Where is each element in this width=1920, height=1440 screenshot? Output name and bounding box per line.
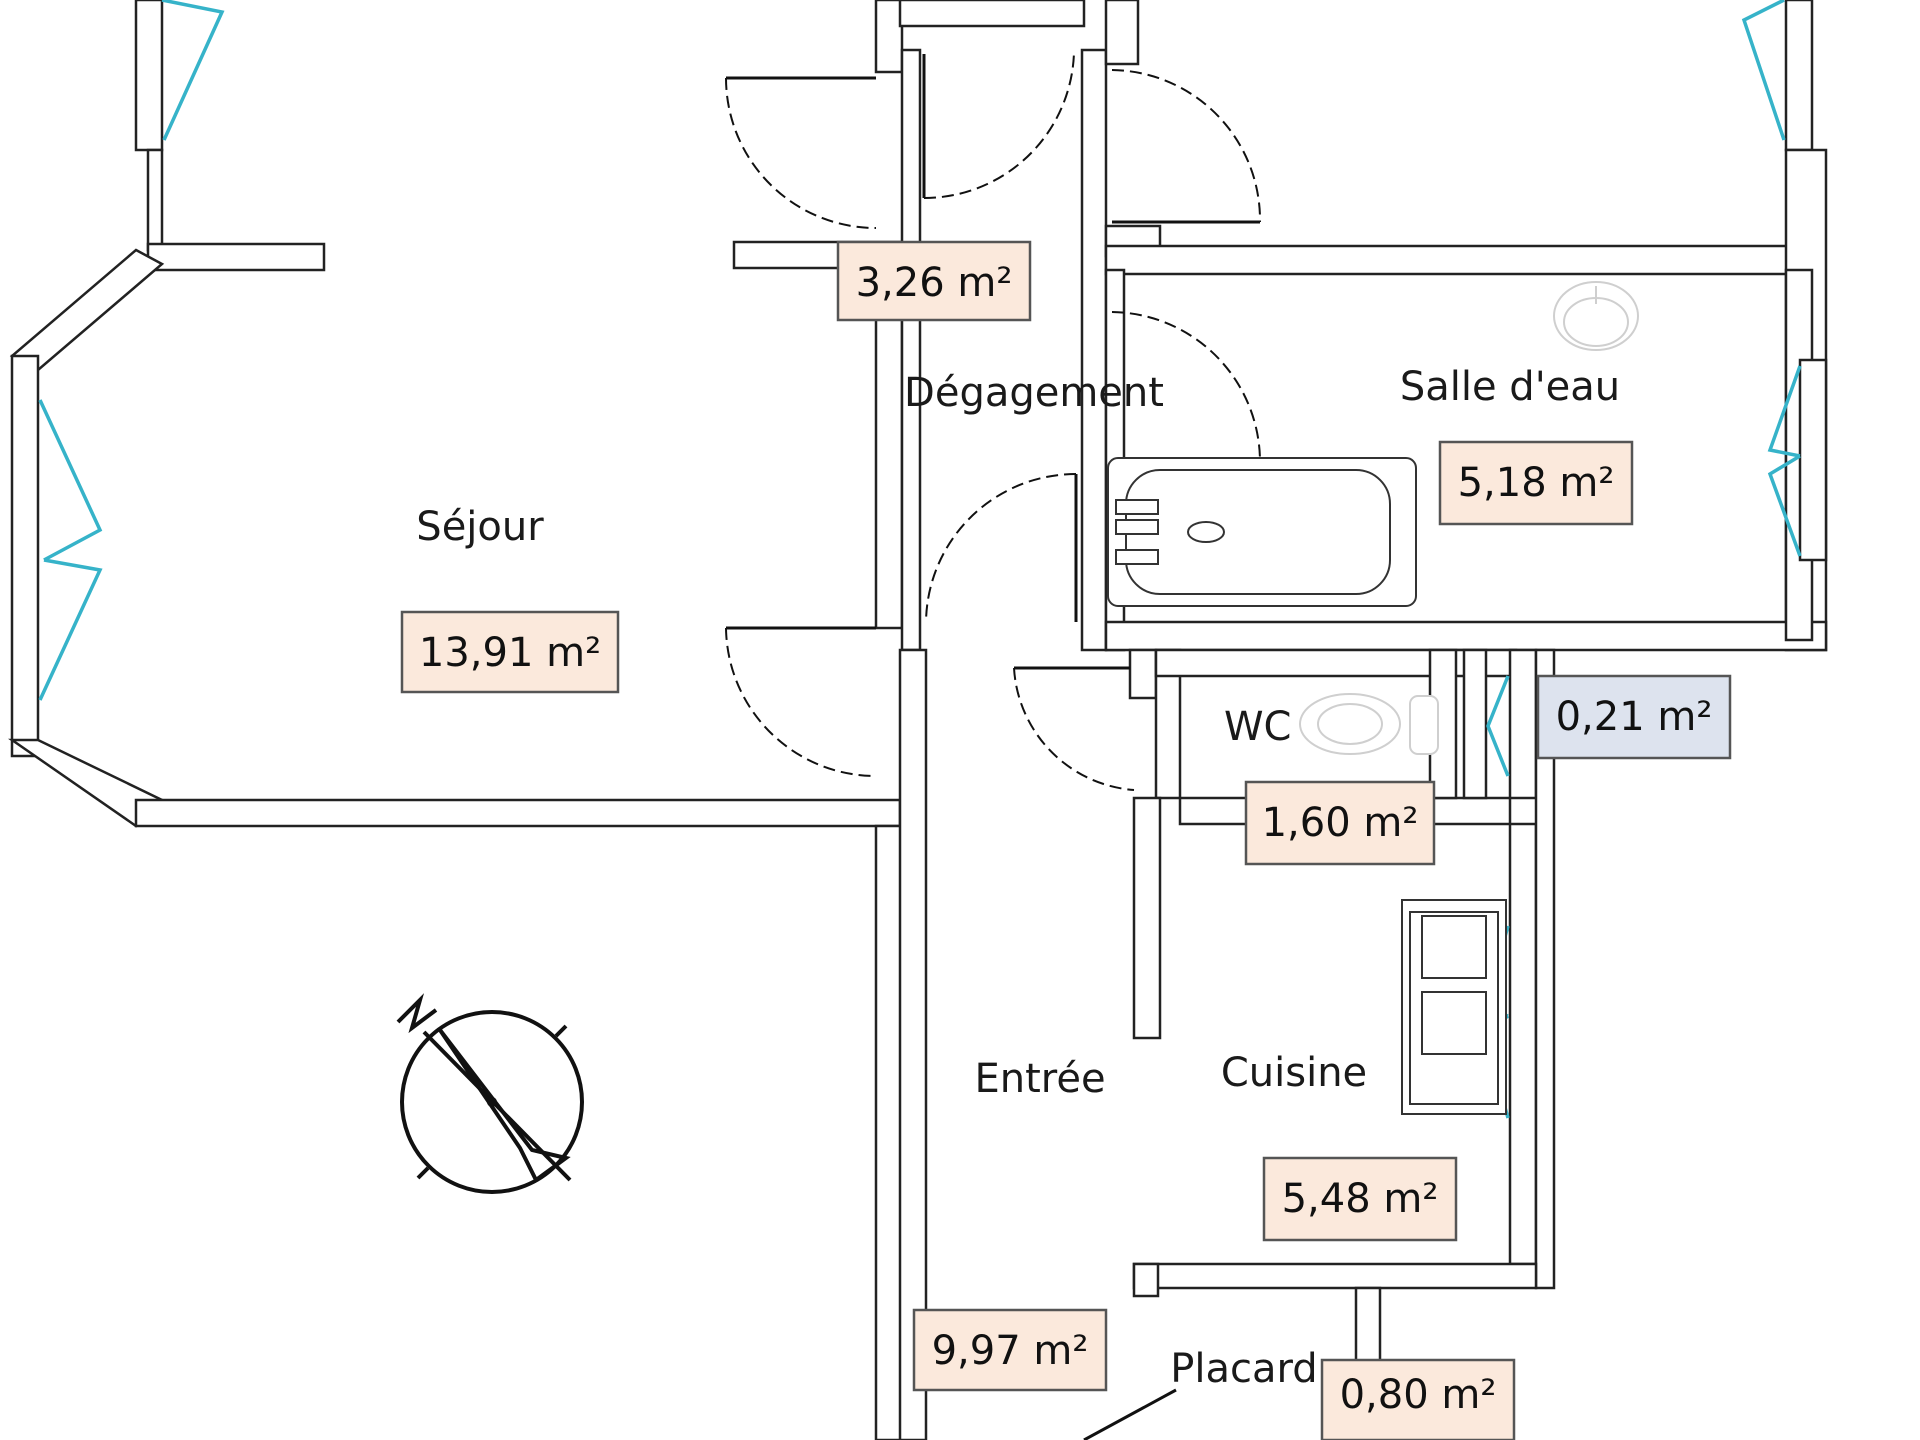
window — [1741, 0, 1786, 141]
area-value: 9,97 m² — [932, 1328, 1089, 1374]
wall — [9, 248, 165, 372]
window — [38, 558, 103, 701]
wall — [874, 824, 904, 1440]
compass-icon — [396, 993, 584, 1194]
wall — [146, 148, 164, 252]
door-swing — [1013, 667, 1135, 791]
wall — [898, 648, 928, 1440]
wall — [898, 0, 1086, 28]
room-name-salle-eau: Salle d'eau — [1400, 364, 1620, 410]
window — [161, 0, 225, 141]
kitchen-sink-icon — [1401, 899, 1507, 1115]
area-badge-cuisine: 5,48 m² — [1262, 1156, 1458, 1242]
wall — [1784, 0, 1814, 152]
area-badge-salle-eau: 5,18 m² — [1438, 440, 1634, 526]
wall — [1132, 796, 1162, 1040]
wall — [134, 798, 902, 828]
door-leaf — [1083, 1388, 1177, 1440]
wall — [1154, 648, 1518, 678]
wall — [1132, 1262, 1160, 1298]
wall — [1080, 48, 1108, 652]
area-badge-entree: 9,97 m² — [912, 1308, 1108, 1392]
wall — [1508, 822, 1538, 1266]
area-value: 1,60 m² — [1262, 800, 1419, 846]
wall — [134, 0, 164, 152]
room-name-degagement: Dégagement — [904, 370, 1164, 416]
wall — [1508, 648, 1538, 800]
area-badge-sejour: 13,91 m² — [400, 610, 620, 694]
wall — [1534, 648, 1556, 1290]
area-value: 13,91 m² — [419, 630, 601, 676]
room-name-sejour: Séjour — [416, 504, 544, 550]
door-swing — [725, 627, 877, 777]
wall — [874, 0, 904, 74]
area-badge-placard-small: 0,21 m² — [1536, 674, 1732, 760]
door-swing — [925, 473, 1077, 623]
area-badge-wc: 1,60 m² — [1244, 780, 1436, 866]
washbasin-icon — [1553, 281, 1639, 351]
area-value: 0,80 m² — [1340, 1372, 1497, 1418]
window — [1486, 675, 1510, 777]
window — [1767, 365, 1802, 458]
door-swing — [1111, 311, 1261, 463]
room-name-cuisine: Cuisine — [1221, 1050, 1367, 1096]
wall — [1798, 358, 1828, 562]
window — [1767, 454, 1802, 557]
window — [38, 399, 103, 562]
wall — [874, 316, 904, 630]
wall — [1462, 648, 1488, 800]
wall — [1128, 648, 1158, 700]
wall — [1104, 620, 1828, 652]
room-name-wc: WC — [1224, 704, 1291, 750]
area-badge-degagement: 3,26 m² — [836, 240, 1032, 322]
toilet-icon — [1299, 693, 1439, 755]
area-value: 5,48 m² — [1282, 1176, 1439, 1222]
wall — [146, 242, 326, 272]
room-name-placard: Placard — [1170, 1346, 1317, 1392]
door-swing — [725, 77, 877, 229]
wall — [1104, 0, 1140, 66]
wall — [900, 48, 922, 652]
bathtub-icon — [1107, 457, 1417, 607]
area-value: 5,18 m² — [1458, 460, 1615, 506]
area-value: 3,26 m² — [856, 260, 1013, 306]
wall — [1104, 244, 1814, 276]
room-name-entree: Entrée — [974, 1056, 1105, 1102]
area-value: 0,21 m² — [1556, 694, 1713, 740]
wall — [1132, 1262, 1538, 1290]
wall — [10, 354, 40, 758]
area-badge-placard: 0,80 m² — [1320, 1358, 1516, 1440]
door-swing — [923, 51, 1075, 199]
door-swing — [1111, 69, 1262, 223]
